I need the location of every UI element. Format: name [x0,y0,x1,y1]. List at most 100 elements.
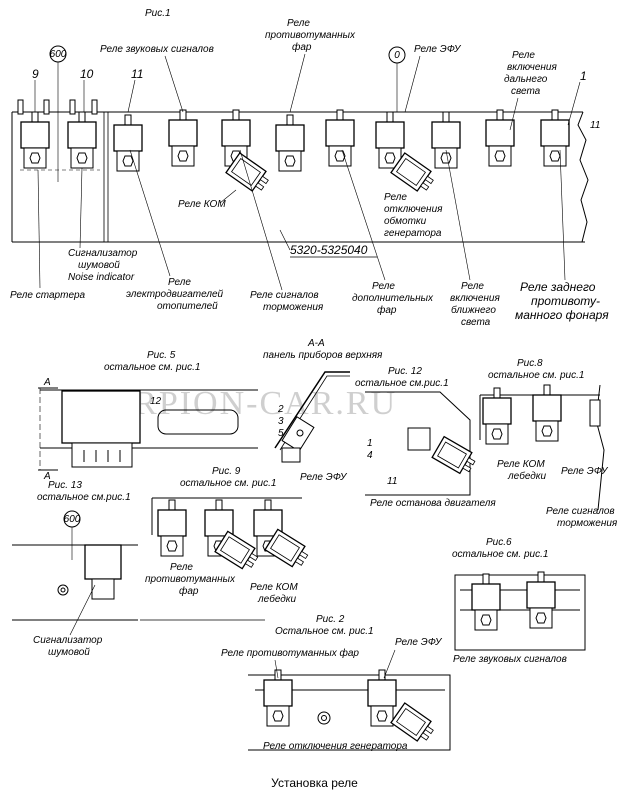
svg-text:Реле КОМ: Реле КОМ [497,459,545,470]
label-hb-2: включения [507,62,557,73]
fig5-relay [61,390,141,444]
svg-text:600: 600 [50,49,67,60]
fig6-sub: остальное см. рис.1 [452,549,548,560]
callout-9: 9 [32,67,39,81]
svg-text:Реле ЭФУ: Реле ЭФУ [561,466,609,477]
fig1-title: Рис.1 [145,8,171,19]
section-aa: А-А панель приборов верхняя 2 3 5 [263,338,383,463]
svg-text:Сигнализатор: Сигнализатор [33,635,103,646]
label-noise-1: Сигнализатор [68,248,138,259]
fig2-sub: Остальное см. рис.1 [275,626,374,637]
callout-11: 11 [131,67,143,81]
aa-title: А-А [307,338,325,349]
svg-text:Реле противотуманных фар: Реле противотуманных фар [221,647,359,659]
svg-text:А: А [43,377,51,388]
label-lb-2: включения [450,293,500,304]
part-number: 5320-5325040 [290,243,368,257]
fig9-sub: остальное см. рис.1 [180,478,276,489]
svg-text:Реле КОМ: Реле КОМ [250,582,298,593]
svg-text:3: 3 [278,416,284,427]
label-lb-3: ближнего [451,304,496,316]
svg-text:Реле звуковых сигналов: Реле звуковых сигналов [453,654,567,665]
fig13: Рис. 13 остальное см.рис.1 600 Сигнализа… [12,480,138,658]
fig5-sub: остальное см. рис.1 [104,362,200,373]
svg-text:11: 11 [387,476,397,487]
label-gen-3: обмотки [384,215,427,227]
svg-text:Реле: Реле [170,562,193,573]
label-aux-1: Реле [372,281,395,292]
fig12-title: Рис. 12 [388,366,422,377]
fig5-callout-12: 12 [150,396,162,407]
label-aux-2: дополнительных [352,293,434,304]
label-lb-1: Реле [461,281,484,292]
svg-text:Реле ЭФУ: Реле ЭФУ [300,472,348,483]
label-hb-3: дальнего [504,74,548,85]
svg-text:шумовой: шумовой [48,647,90,658]
fig5-title: Рис. 5 [147,350,176,361]
callout-1: 1 [580,69,587,83]
fig12-label: Реле останова двигателя [370,498,496,509]
fig2: Рис. 2 Остальное см. рис.1 Реле противот… [140,614,451,752]
fig5: Рис. 5 остальное см. рис.1 А А 12 [38,350,258,482]
label-heater-1: Реле [168,277,191,288]
svg-text:лебедки: лебедки [257,593,297,605]
label-fog-3: фар [292,41,312,53]
label-brake-2: торможения [263,302,324,313]
aa-sub: панель приборов верхняя [263,349,383,361]
label-fog-2: противотуманных [265,30,356,41]
svg-text:противотуманных: противотуманных [145,574,236,585]
fig12-sub: остальное см.рис.1 [355,378,449,389]
label-rear-fog-1: Реле заднего [520,280,596,294]
label-heater-2: электродвигателей [126,289,224,300]
callout-10: 10 [80,67,94,81]
fig2-title: Рис. 2 [316,614,345,625]
svg-text:600: 600 [64,514,81,525]
caption: Установка реле [271,776,358,790]
svg-text:Реле отключения генератора: Реле отключения генератора [263,741,408,752]
label-rear-fog-2: противоту- [531,294,600,308]
relay-heater-11 [113,114,143,172]
fig8-sub: остальное см. рис.1 [488,370,584,381]
noise-indicator-10 [67,111,97,169]
svg-text:5: 5 [278,428,284,439]
label-brake-1: Реле сигналов [250,290,319,301]
fig1: Рис.1 600 0 9 10 11 1 11 [10,8,609,328]
label-lb-4: света [461,317,491,328]
fig12: Рис. 12 остальное см.рис.1 1 4 11 Реле о… [355,366,496,509]
label-rear-fog-3: манного фонаря [515,308,609,322]
svg-text:1: 1 [367,438,373,449]
label-gen-1: Реле [384,192,407,203]
svg-text:торможения: торможения [557,518,618,529]
label-starter: Реле стартера [10,290,86,301]
label-gen-4: генератора [384,228,442,239]
svg-text:фар: фар [179,585,199,597]
label-noise-3: Noise indicator [68,272,135,283]
label-kom: Реле КОМ [178,199,226,210]
callout-11b: 11 [590,120,600,131]
svg-text:Реле сигналов: Реле сигналов [546,506,615,517]
svg-text:А: А [43,471,51,482]
fig8-title: Рис.8 [517,358,543,369]
label-heater-3: отопителей [157,301,218,312]
svg-text:0: 0 [394,50,400,61]
label-hb-1: Реле [512,50,535,61]
fig9: Рис. 9 остальное см. рис.1 Реле ЭФУ Реле… [145,466,348,605]
svg-text:2: 2 [277,404,284,415]
label-efu: Реле ЭФУ [414,44,462,55]
fig13-title: Рис. 13 [48,480,82,491]
svg-text:4: 4 [367,450,373,461]
label-noise-2: шумовой [78,260,120,271]
fig6-title: Рис.6 [486,537,512,548]
label-horn: Реле звуковых сигналов [100,44,214,55]
label-hb-4: света [511,86,541,97]
relay-starter-9 [20,111,50,169]
svg-text:лебедки: лебедки [507,470,547,482]
fig13-sub: остальное см.рис.1 [37,492,131,503]
label-gen-2: отключения [384,204,443,215]
fig8: Рис.8 остальное см. рис.1 Реле КОМ лебед… [479,358,618,529]
label-aux-3: фар [377,304,397,316]
fig9-title: Рис. 9 [212,466,241,477]
svg-text:Реле ЭФУ: Реле ЭФУ [395,637,443,648]
label-fog-1: Реле [287,18,310,29]
